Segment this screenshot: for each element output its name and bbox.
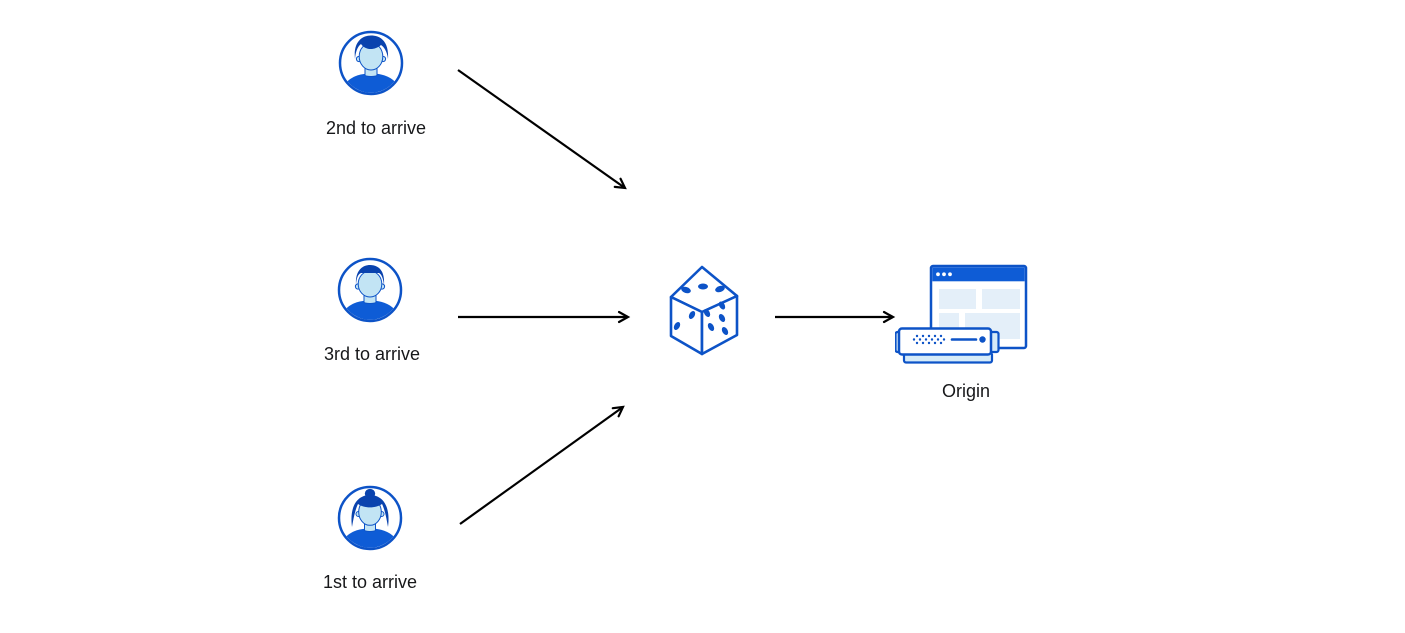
arrow-1st-to-dice (459, 405, 625, 525)
user-avatar-man-swept-hair-icon (338, 30, 404, 96)
user-avatar-man-flat-top-icon (337, 257, 403, 323)
origin-server-icon (894, 260, 1031, 371)
client-label-3rd: 3rd to arrive (323, 344, 421, 364)
client-node-3rd (337, 257, 403, 328)
origin-label: Origin (941, 381, 991, 401)
client-label-1st: 1st to arrive (322, 572, 418, 592)
user-avatar-woman-bun-icon (337, 485, 403, 551)
server-dot-pattern (912, 334, 946, 345)
client-node-1st (337, 485, 403, 556)
arrow-2nd-to-dice (457, 69, 627, 190)
dice-icon (666, 262, 740, 363)
client-node-2nd (338, 30, 404, 101)
client-label-2nd: 2nd to arrive (325, 118, 427, 138)
